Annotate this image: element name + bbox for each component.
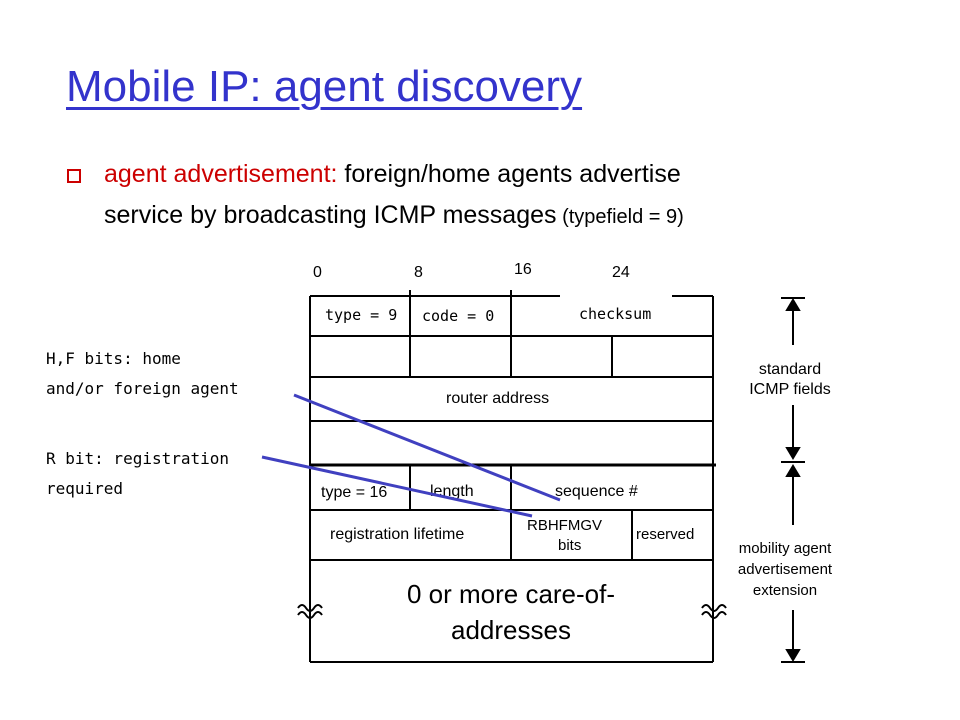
- standard-bracket-label-1: standard: [759, 361, 821, 378]
- bullet-term: agent advertisement:: [104, 160, 338, 188]
- break-mark-left: [297, 604, 323, 619]
- bit-offset-0: 0: [313, 264, 322, 281]
- field-sequence: sequence #: [555, 483, 638, 500]
- field-checksum: checksum: [579, 305, 651, 323]
- field-type-ext: type = 16: [321, 484, 387, 501]
- mobility-bracket-label-3: extension: [753, 582, 817, 599]
- mobility-bracket-label-2: advertisement: [738, 561, 833, 578]
- bullet-note: (typefield = 9): [556, 206, 684, 228]
- field-code: code = 0: [422, 307, 494, 325]
- field-care-of-1: 0 or more care-of-: [407, 579, 615, 609]
- bullet-text-2: service by broadcasting ICMP messages: [104, 201, 557, 229]
- bit-offset-16: 16: [514, 261, 532, 278]
- hf-pointer-line: [293, 393, 561, 502]
- field-care-of-2: addresses: [451, 615, 571, 645]
- bullet-line-1: agent advertisement: foreign/home agents…: [104, 160, 681, 189]
- r-bit-annotation-1: R bit: registration: [46, 449, 229, 468]
- standard-bracket-label-2: ICMP fields: [749, 381, 831, 398]
- mobility-bracket-label-1: mobility agent: [739, 540, 832, 557]
- field-type-icmp: type = 9: [325, 306, 397, 324]
- page-title: Mobile IP: agent discovery: [66, 62, 583, 111]
- bullet-line-2: service by broadcasting ICMP messages (t…: [104, 201, 684, 230]
- bullet-text-1: foreign/home agents advertise: [337, 160, 681, 188]
- field-router-address: router address: [446, 390, 549, 407]
- field-registration-lifetime: registration lifetime: [330, 526, 464, 543]
- r-pointer-line: [261, 455, 533, 518]
- hf-bits-annotation-2: and/or foreign agent: [46, 379, 239, 398]
- bit-offset-24: 24: [612, 264, 630, 281]
- r-bit-annotation-2: required: [46, 479, 123, 498]
- bullet-icon: [67, 169, 81, 183]
- field-reserved: reserved: [636, 526, 694, 543]
- hf-bits-annotation-1: H,F bits: home: [46, 349, 181, 368]
- field-flag-bits: RBHFMGV: [527, 517, 602, 534]
- field-flag-bits-label: bits: [558, 537, 581, 554]
- break-mark-right: [701, 604, 727, 619]
- bit-offset-8: 8: [414, 264, 423, 281]
